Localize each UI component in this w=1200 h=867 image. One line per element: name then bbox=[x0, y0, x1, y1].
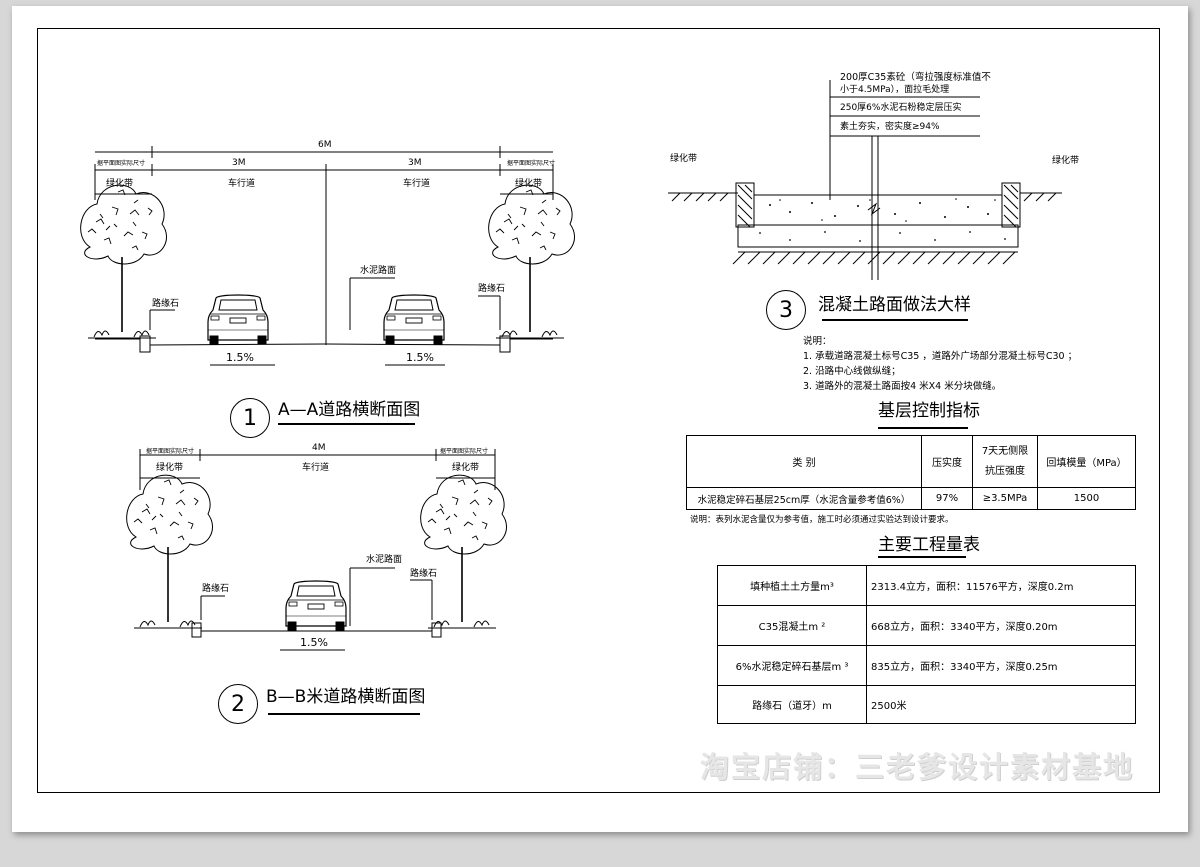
qty-item: 填种植土土方量m³ bbox=[717, 565, 867, 606]
bb-green-left: 绿化带 bbox=[156, 463, 184, 473]
detail-number-circle: 3 bbox=[766, 290, 806, 330]
qty-item: 路缘石（道牙）m bbox=[717, 685, 867, 724]
aa-title: A—A道路横断面图 bbox=[278, 400, 421, 420]
qty-value: 2313.4立方，面积：11576平方，深度0.2m bbox=[866, 565, 1136, 606]
base-table-title: 基层控制指标 bbox=[878, 401, 980, 421]
aa-curb-right: 路缘石 bbox=[478, 284, 506, 294]
base-row-modulus: 1500 bbox=[1037, 487, 1136, 510]
aa-side-note-left: 据平面图实际尺寸 bbox=[97, 160, 146, 167]
base-header-strength: 7天无侧限 抗压强度 bbox=[972, 435, 1038, 488]
aa-dim-left: 3M bbox=[232, 158, 246, 168]
base-header-modulus: 回填模量（MPa） bbox=[1037, 435, 1136, 488]
base-row-strength: ≥3.5MPa bbox=[972, 487, 1038, 510]
detail-title: 混凝土路面做法大样 bbox=[818, 295, 971, 315]
quantity-table-title: 主要工程量表 bbox=[878, 535, 980, 555]
base-row-category: 水泥稳定碎石基层25cm厚（水泥含量参考值6%） bbox=[686, 487, 922, 510]
bb-curb-right: 路缘石 bbox=[410, 569, 438, 579]
drawing-frame bbox=[37, 28, 1160, 793]
bb-title: B—B米道路横断面图 bbox=[266, 687, 426, 707]
qty-item: 6%水泥稳定碎石基层m ³ bbox=[717, 645, 867, 686]
aa-green-right: 绿化带 bbox=[515, 179, 543, 189]
detail-green-right: 绿化带 bbox=[1052, 156, 1080, 166]
qty-value: 668立方，面积：3340平方，深度0.20m bbox=[866, 605, 1136, 646]
bb-curb-left: 路缘石 bbox=[202, 584, 230, 594]
notes-head: 说明： bbox=[803, 336, 832, 347]
bb-lane: 车行道 bbox=[302, 463, 330, 473]
base-header-category: 类 别 bbox=[686, 435, 922, 488]
base-row-compaction: 97% bbox=[921, 487, 973, 510]
notes-block: 说明： 1. 承载道路混凝土标号C35 ，道路外广场部分混凝土标号C30 ； 2… bbox=[803, 334, 1077, 394]
aa-pavement: 水泥路面 bbox=[360, 266, 397, 276]
aa-lane-left: 车行道 bbox=[228, 179, 256, 189]
notes-item: 3. 道路外的混凝土路面按4 米X4 米分块做缝。 bbox=[803, 381, 1002, 392]
base-control-table: 类 别 压实度 7天无侧限 抗压强度 回填模量（MPa） 水泥稳定碎石基层25c… bbox=[686, 435, 1136, 510]
detail-layer1-line2: 小于4.5MPa），面拉毛处理 bbox=[840, 85, 950, 95]
aa-dim-right: 3M bbox=[408, 158, 422, 168]
notes-item: 1. 承载道路混凝土标号C35 ，道路外广场部分混凝土标号C30 ； bbox=[803, 351, 1078, 362]
bb-dim-total: 4M bbox=[312, 443, 326, 453]
aa-slope-left: 1.5% bbox=[226, 351, 254, 364]
base-header-strength-a: 7天无侧限 bbox=[981, 445, 1029, 457]
detail-green-left: 绿化带 bbox=[670, 154, 698, 164]
bb-green-right: 绿化带 bbox=[452, 463, 480, 473]
aa-lane-right: 车行道 bbox=[403, 179, 431, 189]
bb-pavement: 水泥路面 bbox=[366, 555, 403, 565]
quantity-table: 填种植土土方量m³ 2313.4立方，面积：11576平方，深度0.2m C35… bbox=[717, 565, 1136, 724]
detail-layer3: 素土夯实，密实度≥94% bbox=[840, 122, 940, 132]
detail-layer2: 250厚6%水泥石粉稳定层压实 bbox=[840, 103, 962, 113]
watermark: 淘宝店铺：三老爹设计素材基地 bbox=[700, 750, 1135, 784]
aa-dim-total: 6M bbox=[318, 140, 332, 150]
aa-green-left: 绿化带 bbox=[106, 179, 134, 189]
bb-side-note-left: 据平面图实际尺寸 bbox=[146, 448, 195, 455]
aa-number-circle: 1 bbox=[230, 398, 270, 438]
detail-layer1-line1: 200厚C35素砼（弯拉强度标准值不 bbox=[840, 72, 991, 83]
aa-side-note-right: 据平面图实际尺寸 bbox=[507, 160, 556, 167]
base-header-strength-b: 抗压强度 bbox=[985, 465, 1025, 477]
bb-number-circle: 2 bbox=[218, 684, 258, 724]
aa-curb-left: 路缘石 bbox=[152, 299, 180, 309]
base-table-note: 说明：表列水泥含量仅为参考值，施工时必须通过实验达到设计要求。 bbox=[690, 515, 954, 525]
notes-item: 2. 沿路中心线做纵缝； bbox=[803, 366, 901, 377]
bb-side-note-right: 据平面图实际尺寸 bbox=[440, 448, 489, 455]
bb-slope: 1.5% bbox=[300, 636, 328, 649]
qty-value: 2500米 bbox=[866, 685, 1136, 724]
qty-item: C35混凝土m ² bbox=[717, 605, 867, 646]
qty-value: 835立方，面积：3340平方，深度0.25m bbox=[866, 645, 1136, 686]
base-header-compaction: 压实度 bbox=[921, 435, 973, 488]
aa-slope-right: 1.5% bbox=[406, 351, 434, 364]
